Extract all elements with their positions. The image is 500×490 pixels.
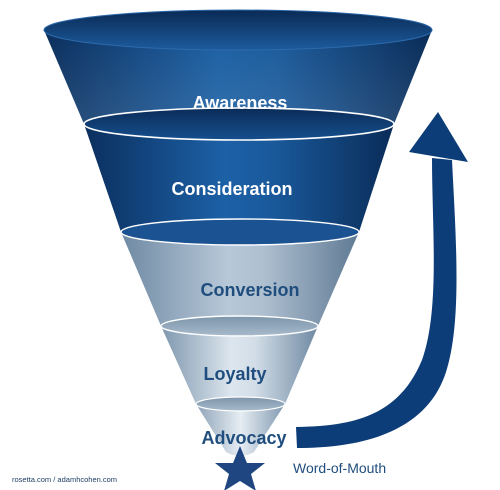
funnel-band-loyalty xyxy=(161,326,318,408)
star-icon xyxy=(215,446,265,490)
stage-label-consideration: Consideration xyxy=(171,179,292,199)
word-of-mouth-label: Word-of-Mouth xyxy=(293,460,386,476)
stage-label-advocacy: Advocacy xyxy=(201,428,286,448)
funnel-rim-loyalty xyxy=(160,315,319,337)
funnel-rim-consideration xyxy=(83,107,395,141)
funnel-band-advocacy xyxy=(196,404,285,456)
funnel-rim-advocacy xyxy=(195,396,286,412)
stage-label-loyalty: Loyalty xyxy=(203,364,266,384)
funnel-rim-conversion xyxy=(120,218,360,246)
stage-label-conversion: Conversion xyxy=(200,280,299,300)
curved-arrow-icon xyxy=(296,112,468,448)
funnel-top-opening xyxy=(43,9,433,51)
funnel-band-consideration xyxy=(84,124,394,240)
funnel-band-conversion xyxy=(121,232,359,332)
credit-text: rosetta.com / adamhcohen.com xyxy=(12,475,117,484)
stage-label-awareness: Awareness xyxy=(193,93,288,113)
